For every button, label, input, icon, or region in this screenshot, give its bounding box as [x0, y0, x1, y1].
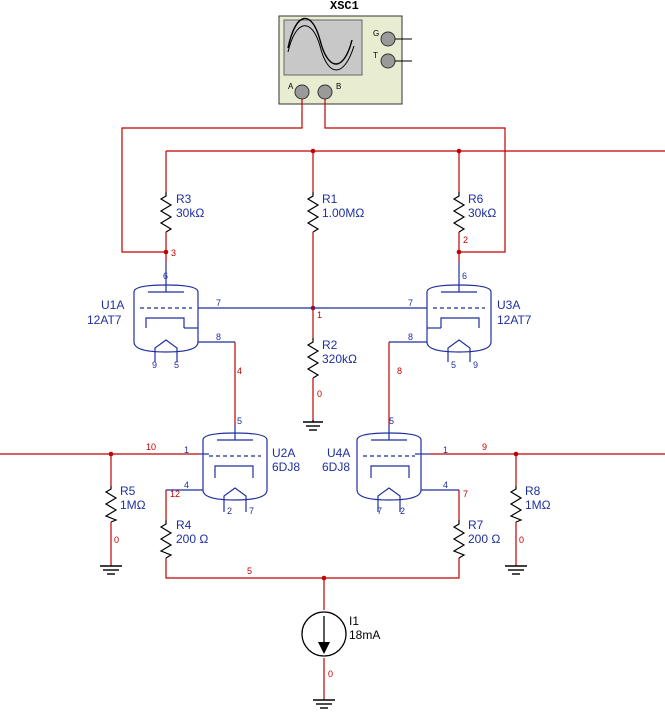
- scope-waveform-icon: [287, 17, 353, 65]
- u4a-ref: U4A: [327, 446, 350, 460]
- tube-u2a[interactable]: [166, 425, 268, 512]
- resistor-r7[interactable]: [452, 520, 466, 559]
- u1a-pin-label: 6: [163, 271, 168, 281]
- r7-ref: R7: [468, 518, 484, 532]
- r5-ref: R5: [120, 484, 136, 498]
- scope-pin-g-label: G: [373, 29, 379, 38]
- u3a-pin-label: 6: [462, 271, 467, 281]
- u1a-pin-label: 8: [216, 332, 221, 342]
- u3a-type: 12AT7: [497, 313, 532, 327]
- scope-pin-t-label: T: [373, 51, 378, 60]
- ground-icon: [100, 565, 122, 575]
- net-label: 0: [328, 669, 333, 679]
- r6-value: 30kΩ: [468, 206, 496, 220]
- net-label: 3: [171, 248, 176, 258]
- u4a-pin-label: 4: [443, 480, 448, 490]
- u3a-pin-label: 5: [451, 360, 456, 370]
- r6-ref: R6: [468, 192, 484, 206]
- r8-ref: R8: [525, 484, 541, 498]
- r3-value: 30kΩ: [176, 206, 204, 220]
- i1-value: 18mA: [349, 628, 380, 642]
- u1a-pin-label: 7: [216, 298, 221, 308]
- u2a-ref: U2A: [272, 446, 295, 460]
- net-label: 9: [482, 442, 487, 452]
- net-label: 0: [114, 535, 119, 545]
- net-label: 1: [317, 310, 322, 320]
- net-label: 2: [463, 235, 468, 245]
- r8-value: 1MΩ: [525, 498, 551, 512]
- resistor-r8[interactable]: [509, 486, 523, 523]
- net-label: 8: [397, 366, 402, 376]
- u2a-pin-label: 5: [237, 416, 242, 426]
- i1-ref: I1: [349, 614, 359, 628]
- tube-u1a[interactable]: [133, 262, 313, 362]
- net-label: 10: [146, 442, 156, 452]
- scope-port-a[interactable]: [294, 84, 310, 100]
- u3a-pin-label: 9: [473, 360, 478, 370]
- r2-value: 320kΩ: [322, 352, 357, 366]
- r1-value: 1.00MΩ: [322, 206, 364, 220]
- scope-pin-a-label: A: [288, 82, 294, 91]
- tube-u4a[interactable]: [356, 425, 459, 512]
- net-label: 0: [519, 535, 524, 545]
- u2a-pin-label: 2: [227, 506, 232, 516]
- resistor-r2[interactable]: [306, 338, 320, 379]
- scope-pin-b-label: B: [336, 82, 341, 91]
- u2a-type: 6DJ8: [272, 460, 300, 474]
- net-label: 12: [170, 489, 180, 499]
- r4-ref: R4: [176, 518, 192, 532]
- r1-ref: R1: [322, 192, 338, 206]
- u1a-type: 12AT7: [87, 313, 122, 327]
- ground-icon: [313, 699, 335, 709]
- u3a-ref: U3A: [497, 298, 520, 312]
- u1a-ref: U1A: [101, 298, 124, 312]
- scope-port-g[interactable]: [380, 31, 396, 47]
- r3-ref: R3: [176, 192, 192, 206]
- tube-u3a[interactable]: [313, 262, 492, 362]
- u4a-pin-label: 5: [389, 416, 394, 426]
- resistor-r5[interactable]: [104, 486, 118, 523]
- scope-port-t[interactable]: [380, 53, 396, 69]
- u1a-pin-label: 9: [152, 360, 157, 370]
- resistor-r6[interactable]: [452, 192, 466, 233]
- r2-ref: R2: [322, 338, 338, 352]
- r7-value: 200 Ω: [468, 532, 500, 546]
- u3a-pin-label: 8: [408, 332, 413, 342]
- current-source-i1[interactable]: [301, 611, 347, 657]
- net-label: 0: [317, 389, 322, 399]
- r5-value: 1MΩ: [120, 498, 146, 512]
- scope-port-b[interactable]: [317, 84, 333, 100]
- u3a-pin-label: 7: [408, 298, 413, 308]
- net-label: 4: [237, 366, 242, 376]
- u4a-pin-label: 7: [377, 506, 382, 516]
- u4a-type: 6DJ8: [322, 460, 350, 474]
- u1a-pin-label: 5: [174, 360, 179, 370]
- resistor-r4[interactable]: [159, 520, 173, 559]
- scope-label: XSC1: [330, 0, 359, 13]
- r4-value: 200 Ω: [176, 532, 208, 546]
- ground-icon: [303, 420, 323, 431]
- u2a-pin-label: 7: [249, 506, 254, 516]
- resistor-r1[interactable]: [306, 192, 320, 233]
- wires: [0, 99, 665, 700]
- ground-icon: [505, 565, 527, 575]
- u4a-pin-label: 1: [443, 445, 448, 455]
- junction-dots: [108, 148, 519, 581]
- resistor-r3[interactable]: [159, 192, 173, 233]
- u4a-pin-label: 2: [400, 506, 405, 516]
- u2a-pin-label: 4: [184, 480, 189, 490]
- oscilloscope[interactable]: [278, 15, 412, 105]
- u2a-pin-label: 1: [184, 445, 189, 455]
- net-label: 5: [247, 566, 252, 576]
- net-label: 7: [463, 489, 468, 499]
